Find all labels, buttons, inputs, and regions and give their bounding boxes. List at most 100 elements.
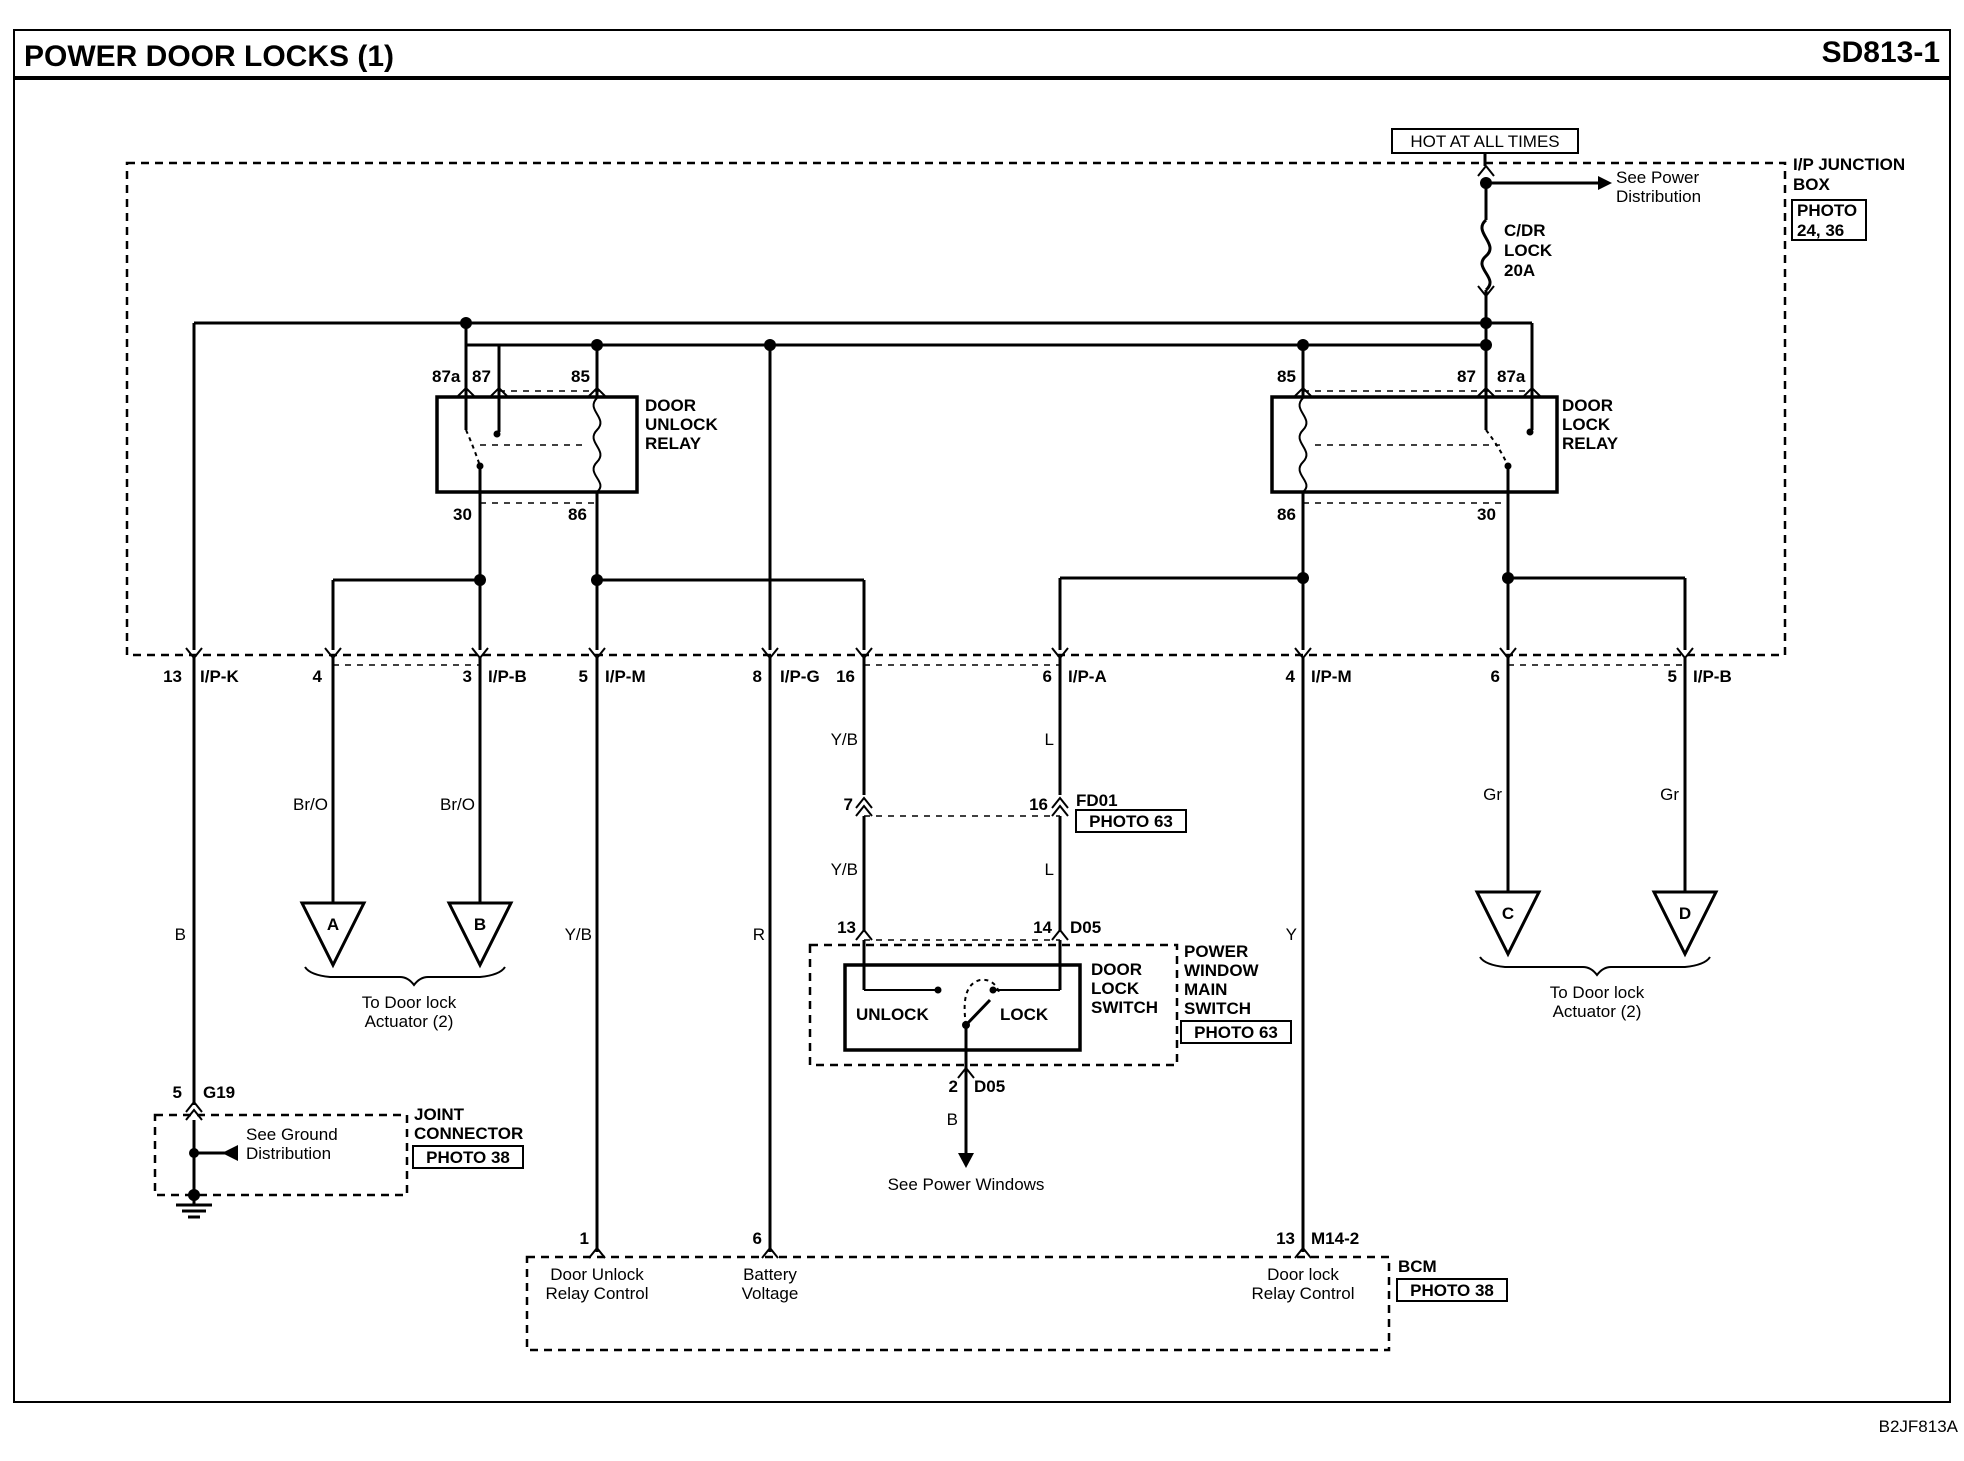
wire-color-bro-2: Br/O	[440, 795, 475, 814]
page-code: SD813-1	[1822, 36, 1940, 69]
actuator-c-arrow	[1474, 890, 1542, 958]
bcm-pin-13: 13	[1276, 1229, 1295, 1248]
bcm-terminal-3-line-2: Relay Control	[1252, 1284, 1355, 1303]
conn-ip-k: I/P-K	[200, 667, 239, 686]
lock-relay-label-2: LOCK	[1562, 415, 1611, 434]
bcm-module	[525, 1255, 1391, 1352]
pin-13: 13	[163, 667, 182, 686]
hot-at-all-times-label: HOT AT ALL TIMES	[1410, 132, 1559, 151]
switch-label-1: DOOR	[1091, 960, 1142, 979]
unlock-relay-pin-87a: 87a	[432, 367, 461, 386]
actuator-right-caption-1: To Door lock	[1550, 983, 1645, 1002]
actuator-a-label: A	[327, 915, 339, 934]
joint-label-1: JOINT	[414, 1105, 465, 1124]
bcm-label: BCM	[1398, 1257, 1437, 1276]
power-window-main-switch	[808, 943, 1179, 1067]
junction-box-photo: PHOTO	[1797, 201, 1857, 220]
power-window-photo-box	[1180, 1020, 1292, 1044]
d05-pin-2: 2	[949, 1077, 958, 1096]
joint-photo: PHOTO 38	[426, 1148, 510, 1167]
bcm-terminal-2-line-2: Voltage	[742, 1284, 799, 1303]
joint-label-2: CONNECTOR	[414, 1124, 523, 1143]
joint-connector	[153, 1113, 409, 1197]
junction-box-photo-numbers: 24, 36	[1797, 221, 1844, 240]
fd01-photo: PHOTO 63	[1089, 812, 1173, 831]
actuator-left-caption-1: To Door lock	[362, 993, 457, 1012]
junction-box-label-2: BOX	[1793, 175, 1831, 194]
see-ground-2: Distribution	[246, 1144, 331, 1163]
switch-lock-label: LOCK	[1000, 1005, 1049, 1024]
unlock-relay-label-2: UNLOCK	[645, 415, 718, 434]
fd01-connector-left	[855, 796, 873, 817]
joint-pin-5: 5	[173, 1083, 182, 1102]
ground-symbol	[176, 1203, 212, 1219]
pin-4-right: 4	[1286, 667, 1296, 686]
lock-relay-pin-86: 86	[1277, 505, 1296, 524]
pin-4-left: 4	[313, 667, 323, 686]
wire-color-gr-2: Gr	[1660, 785, 1679, 804]
actuator-c-label: C	[1502, 904, 1514, 923]
unlock-relay-label-3: RELAY	[645, 434, 702, 453]
fuse-c-dr-lock	[1480, 218, 1492, 292]
bcm-terminal-1-line-2: Relay Control	[546, 1284, 649, 1303]
lock-relay-pin-85: 85	[1277, 367, 1296, 386]
unlock-relay-label-1: DOOR	[645, 396, 696, 415]
d05-pin-14: 14	[1033, 918, 1052, 937]
switch-unlock-label: UNLOCK	[856, 1005, 929, 1024]
ground-distribution-arrow	[222, 1145, 238, 1161]
unlock-relay-coil	[592, 397, 602, 493]
door-unlock-relay	[435, 395, 639, 494]
bcm-connector-m14-2: M14-2	[1311, 1229, 1359, 1248]
wire-color-r: R	[753, 925, 765, 944]
fuse-label-1: C/DR	[1504, 221, 1546, 240]
switch-label-3: SWITCH	[1091, 998, 1158, 1017]
pin-5: 5	[579, 667, 588, 686]
conn-ip-m-left: I/P-M	[605, 667, 646, 686]
actuator-a-arrow	[299, 901, 367, 969]
conn-ip-b-right: I/P-B	[1693, 667, 1732, 686]
bcm-photo-box	[1396, 1278, 1508, 1302]
junction-box-label: I/P JUNCTION	[1793, 155, 1905, 174]
actuator-b-arrow	[446, 901, 514, 969]
wire-color-yb-2: Y/B	[831, 730, 858, 749]
d05-connector-name-2: D05	[974, 1077, 1005, 1096]
actuator-left-brace	[304, 966, 506, 987]
wire-color-y: Y	[1286, 925, 1297, 944]
wire-color-yb-3: Y/B	[831, 860, 858, 879]
pin-16: 16	[836, 667, 855, 686]
d05-pin-13: 13	[837, 918, 856, 937]
wire-color-yb: Y/B	[565, 925, 592, 944]
bcm-terminal-1-line-1: Door Unlock	[550, 1265, 644, 1284]
unlock-relay-pin-86: 86	[568, 505, 587, 524]
page-frame	[13, 29, 1951, 1403]
fd01-photo-box	[1075, 809, 1187, 833]
fd01-pin-16: 16	[1029, 795, 1048, 814]
ip-junction-box	[125, 161, 1787, 657]
power-window-label-2: WINDOW	[1184, 961, 1260, 980]
bcm-photo: PHOTO 38	[1410, 1281, 1494, 1300]
fuse-label-2: LOCK	[1504, 241, 1553, 260]
pin-6: 6	[1043, 667, 1052, 686]
wire-color-l-1: L	[1045, 730, 1054, 749]
hot-at-all-times-box	[1391, 128, 1579, 154]
page-title: POWER DOOR LOCKS (1)	[24, 40, 394, 73]
pin-5-right: 5	[1668, 667, 1677, 686]
conn-ip-g: I/P-G	[780, 667, 820, 686]
power-distribution-arrow	[1598, 176, 1612, 190]
power-window-label-4: SWITCH	[1184, 999, 1251, 1018]
door-lock-relay	[1270, 395, 1559, 494]
d05-connector-name: D05	[1070, 918, 1101, 937]
door-lock-switch	[843, 963, 1082, 1052]
power-window-label-3: MAIN	[1184, 980, 1227, 999]
conn-ip-m-right: I/P-M	[1311, 667, 1352, 686]
conn-ip-a: I/P-A	[1068, 667, 1107, 686]
unlock-relay-pin-87: 87	[472, 367, 491, 386]
bcm-terminal-3-line-1: Door lock	[1267, 1265, 1339, 1284]
wire-color-b: B	[175, 925, 186, 944]
unlock-relay-pin-85: 85	[571, 367, 590, 386]
figure-reference: B2JF813A	[1879, 1417, 1959, 1436]
fuse-label-3: 20A	[1504, 261, 1535, 280]
fd01-connector-name: FD01	[1076, 791, 1118, 810]
